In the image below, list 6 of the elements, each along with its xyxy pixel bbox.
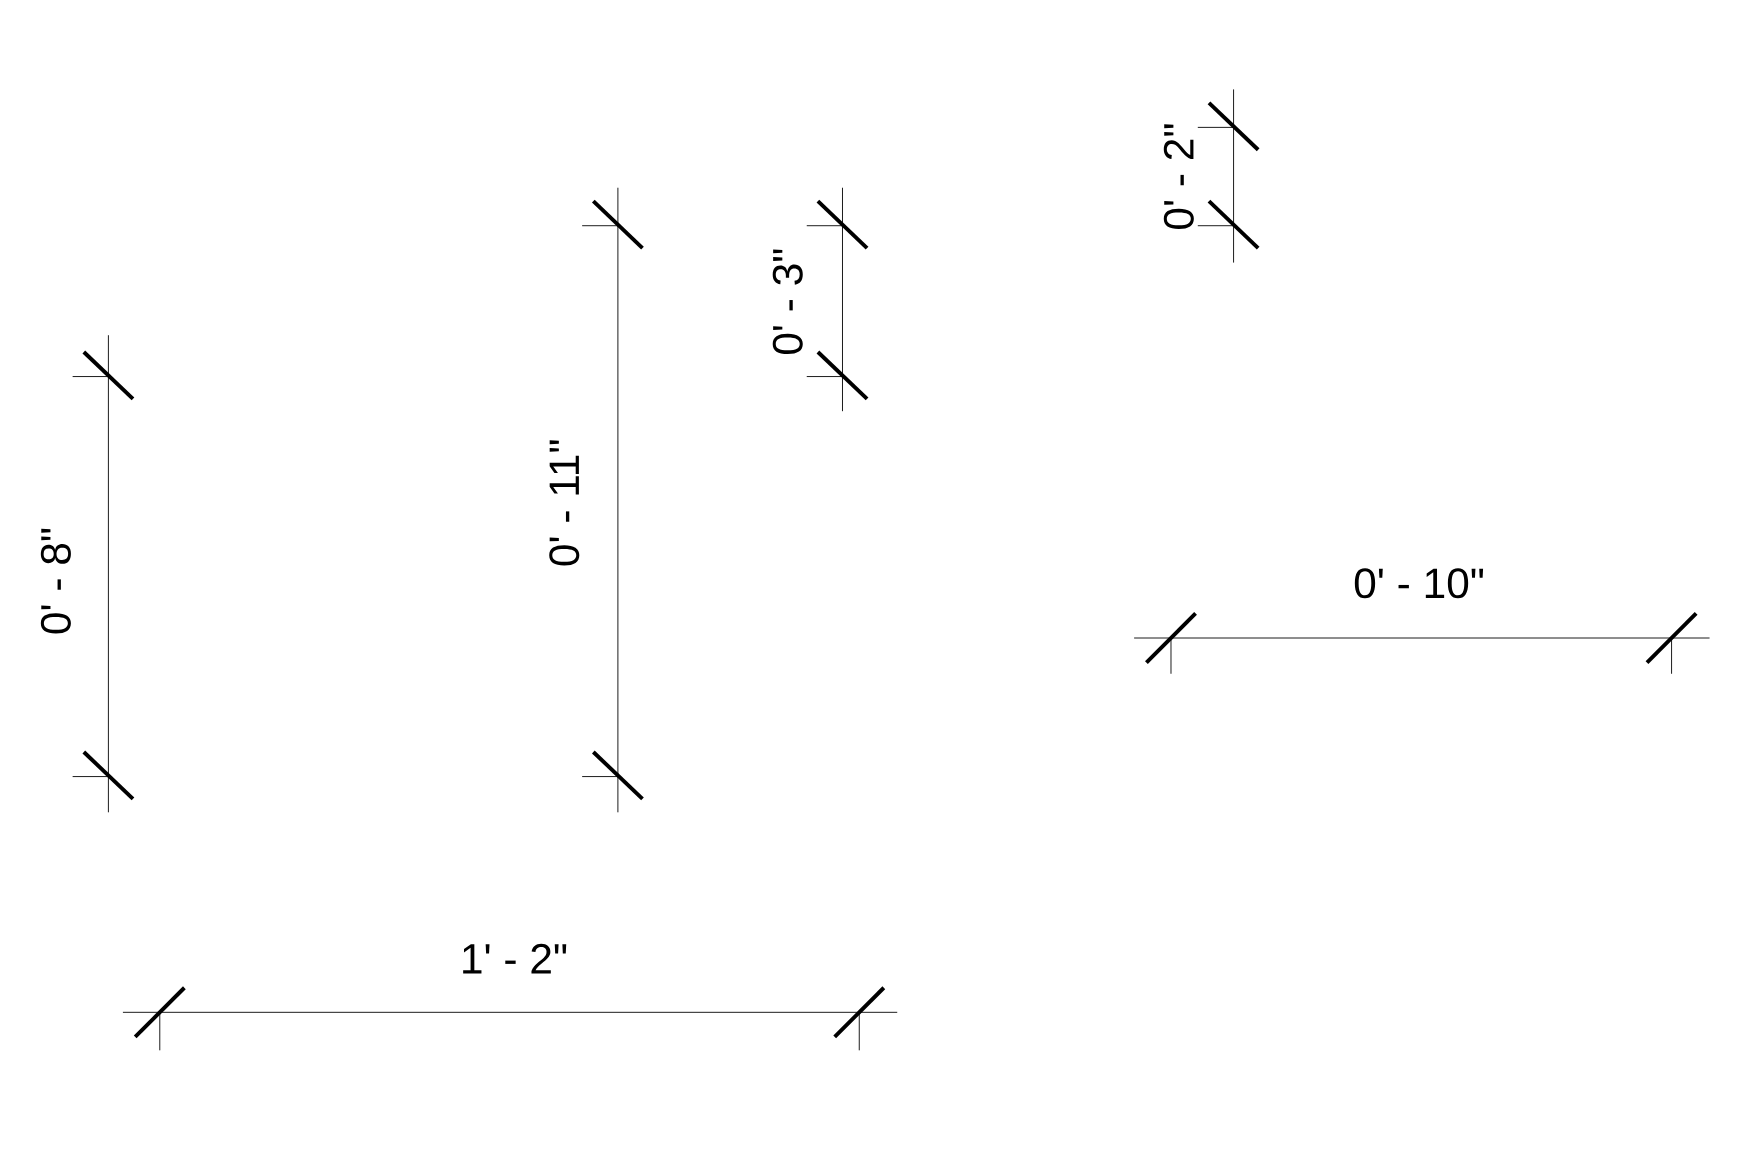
- dimension-text: 0' - 2": [1163, 124, 1194, 230]
- dimension-text: 0' - 11": [549, 440, 580, 566]
- dimension-text: 0' - 3": [772, 249, 803, 355]
- dimension-text: 0' - 10": [1354, 568, 1484, 599]
- dimension-text: 0' - 8": [40, 529, 71, 634]
- dimension-text: 1' - 2": [463, 944, 567, 974]
